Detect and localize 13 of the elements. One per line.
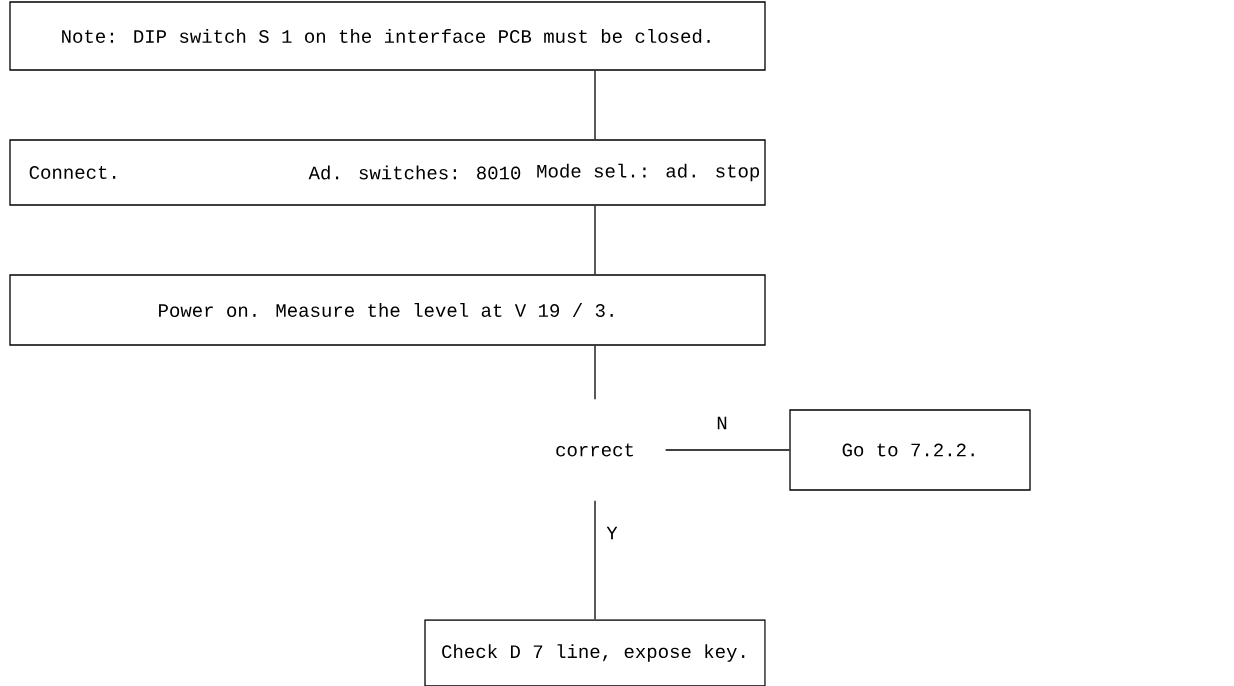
process-box: Go to 7.2.2. (789, 409, 1031, 491)
edge-label: Y (605, 525, 619, 541)
process-box: Note: DIP switch S 1 on the interface PCB must be closed. (9, 1, 766, 71)
connector-line (594, 345, 596, 400)
process-box: Connect. Ad. switches: 8010 Mode sel.: ad. stop (9, 139, 766, 206)
connector-line (594, 500, 596, 620)
process-box: Check D 7 line, expose key. (424, 619, 766, 686)
process-box: Power on. Measure the level at V 19 / 3. (9, 274, 766, 346)
connector-line (594, 70, 596, 140)
connector-line (665, 449, 790, 451)
edge-label: N (715, 415, 729, 431)
decision-label: correct (556, 443, 633, 457)
connector-line (594, 205, 596, 275)
